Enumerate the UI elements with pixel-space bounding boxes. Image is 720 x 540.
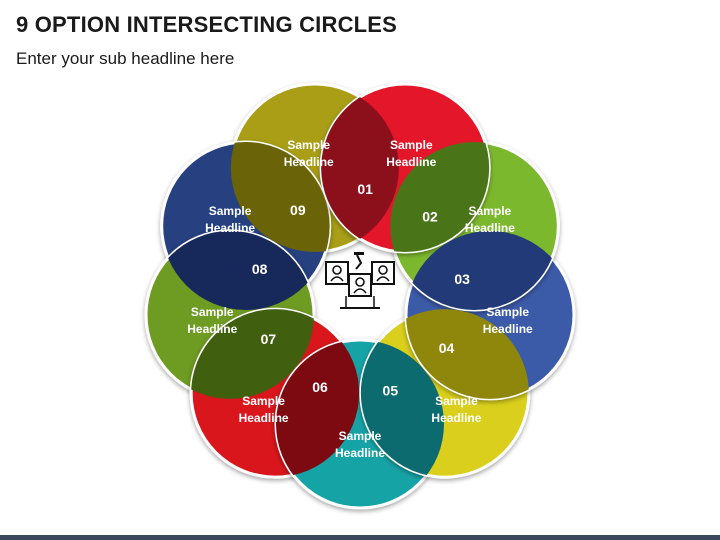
option-label-line1-01: Sample xyxy=(390,138,433,152)
option-label-line2-02: Headline xyxy=(465,221,515,235)
option-label-line2-08: Headline xyxy=(205,221,255,235)
option-label-line1-06: Sample xyxy=(242,394,285,408)
footer-bar xyxy=(0,535,720,540)
option-number-01: 01 xyxy=(357,181,373,197)
option-label-line1-02: Sample xyxy=(469,204,512,218)
option-label-line2-04: Headline xyxy=(431,411,481,425)
option-number-04: 04 xyxy=(439,340,455,356)
option-label-line2-07: Headline xyxy=(187,322,237,336)
option-label-line1-09: Sample xyxy=(287,138,330,152)
team-meeting-icon xyxy=(325,252,395,309)
option-label-line1-05: Sample xyxy=(339,429,382,443)
option-number-08: 08 xyxy=(252,261,268,277)
page-title: 9 OPTION INTERSECTING CIRCLES xyxy=(16,12,398,37)
option-number-09: 09 xyxy=(290,202,306,218)
option-number-03: 03 xyxy=(454,271,470,287)
overlap-lens-03 xyxy=(405,230,559,310)
option-number-02: 02 xyxy=(422,209,438,225)
option-number-06: 06 xyxy=(312,379,328,395)
option-label-line2-05: Headline xyxy=(335,446,385,460)
option-label-line2-01: Headline xyxy=(386,155,436,169)
option-number-07: 07 xyxy=(261,331,277,347)
option-label-line1-04: Sample xyxy=(435,394,478,408)
overlap-lens-08 xyxy=(161,230,315,310)
option-label-line1-07: Sample xyxy=(191,305,234,319)
page-subtitle: Enter your sub headline here xyxy=(16,49,235,68)
overlap-lens-01 xyxy=(321,83,399,252)
option-label-line2-03: Headline xyxy=(483,322,533,336)
option-label-line2-06: Headline xyxy=(239,411,289,425)
option-label-line1-03: Sample xyxy=(486,305,529,319)
option-label-line2-09: Headline xyxy=(284,155,334,169)
option-label-line1-08: Sample xyxy=(209,204,252,218)
option-number-05: 05 xyxy=(383,382,399,398)
